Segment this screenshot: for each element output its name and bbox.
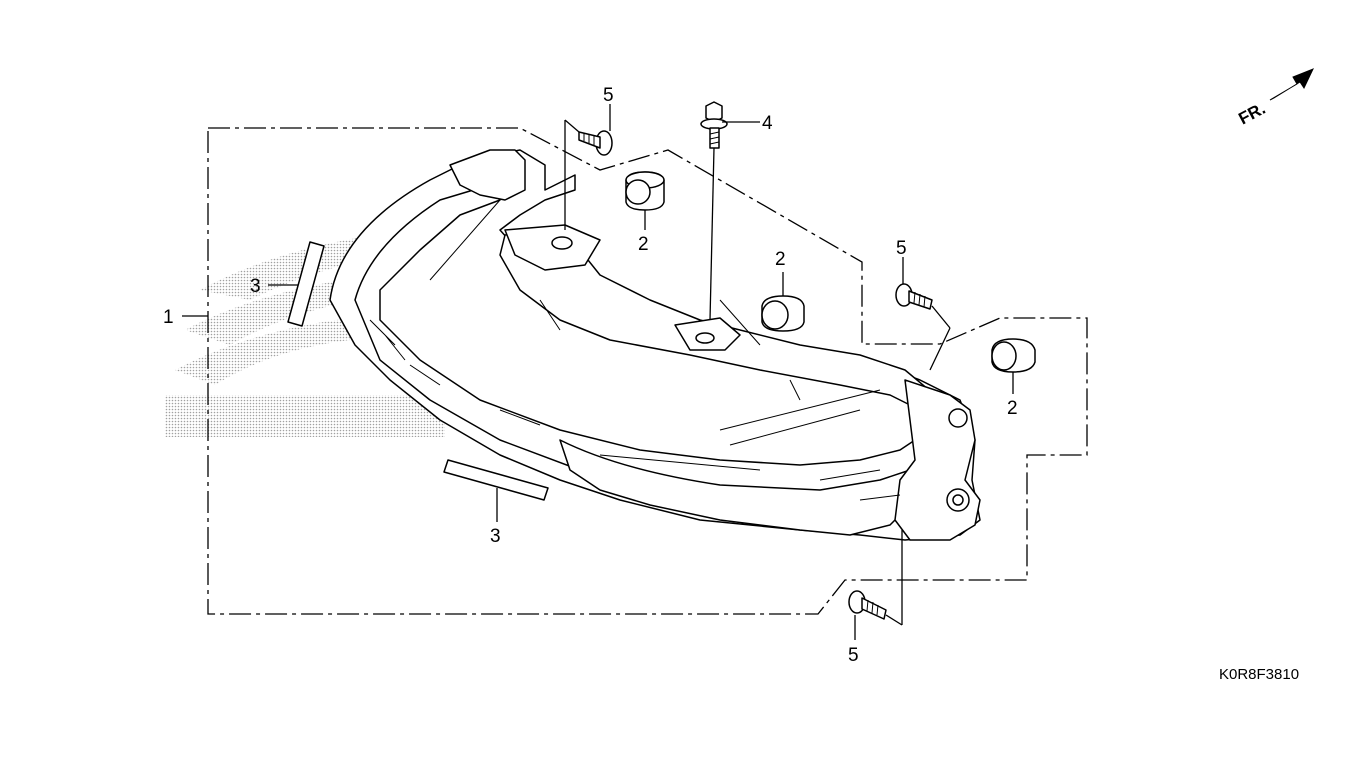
callout-1: 1	[163, 307, 174, 328]
collar-part	[625, 171, 665, 211]
screw-part	[578, 130, 613, 156]
front-arrow-icon	[1269, 68, 1314, 101]
callout-3: 3	[250, 276, 261, 297]
leader-lines	[182, 104, 1014, 640]
callout-5: 5	[848, 645, 859, 666]
callout-5: 5	[603, 85, 614, 106]
callout-4: 4	[762, 113, 773, 134]
callout-2: 2	[775, 249, 786, 270]
callout-5: 5	[896, 238, 907, 259]
screw-part	[848, 590, 887, 620]
flange-bolt-part	[700, 101, 728, 149]
front-direction-label: FR.	[1235, 99, 1268, 129]
callout-2: 2	[638, 234, 649, 255]
collar-part	[761, 295, 805, 332]
assembly-boundary	[207, 127, 1088, 615]
collar-part	[991, 338, 1036, 373]
callout-2: 2	[1007, 398, 1018, 419]
headlight-assembly	[329, 149, 981, 541]
part-code: K0R8F3810	[1219, 666, 1299, 683]
screw-part	[895, 283, 933, 310]
front-direction-indicator: FR.	[1235, 68, 1314, 129]
callout-3: 3	[490, 526, 501, 547]
rubber-strip-part	[287, 241, 549, 501]
